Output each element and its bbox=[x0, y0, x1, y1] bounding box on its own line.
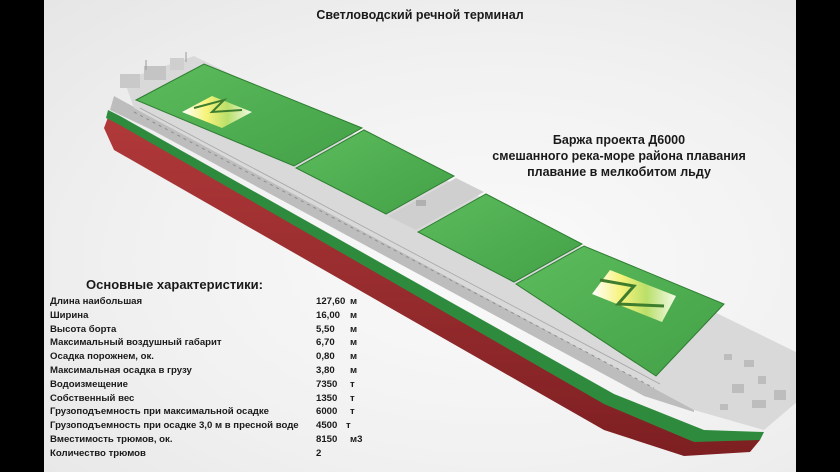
spec-row: Собственный вес 1350 т bbox=[50, 393, 390, 407]
spec-name: Количество трюмов bbox=[50, 447, 146, 459]
spec-unit: т bbox=[350, 392, 355, 404]
specs-heading: Основные характеристики: bbox=[86, 277, 264, 292]
spec-row: Осадка порожнем, ок. 0,80 м bbox=[50, 351, 390, 365]
spec-unit: м bbox=[350, 323, 358, 335]
spec-unit: м bbox=[350, 309, 358, 321]
subtitle-line: смешанного река-море района плавания bbox=[492, 149, 746, 163]
spec-row: Максимальная осадка в грузу 3,80 м bbox=[50, 365, 390, 379]
spec-row: Водоизмещение 7350 т bbox=[50, 379, 390, 393]
spec-value: 2 bbox=[316, 447, 322, 459]
spec-value: 7350 bbox=[316, 378, 338, 390]
spec-value: 6000 bbox=[316, 406, 338, 418]
hatch-cover-4 bbox=[515, 245, 725, 377]
bow-equipment bbox=[720, 354, 786, 410]
letterbox-right bbox=[796, 0, 840, 472]
spec-row: Вместимость трюмов, ок. 8150 м3 bbox=[50, 434, 390, 448]
spec-value: 127,60 bbox=[316, 296, 346, 307]
project-subtitle: Баржа проекта Д6000 смешанного река-море… bbox=[474, 132, 764, 180]
stern-structure bbox=[120, 52, 187, 88]
spec-unit: м bbox=[350, 364, 358, 376]
spec-name: Высота борта bbox=[50, 323, 117, 335]
spec-unit: м bbox=[350, 351, 358, 363]
spec-row: Длина наибольшая 127,60 м bbox=[50, 296, 390, 310]
spec-name: Длина наибольшая bbox=[50, 296, 143, 307]
hatch-cover-3 bbox=[416, 193, 584, 283]
hatch-cover-1 bbox=[134, 63, 364, 167]
spec-unit: т bbox=[350, 378, 355, 390]
letterbox-left bbox=[0, 0, 44, 472]
spec-name: Осадка порожнем, ок. bbox=[50, 351, 154, 363]
page-title: Светловодский речной терминал bbox=[316, 8, 524, 22]
spec-name: Собственный вес bbox=[50, 392, 135, 404]
specs-table: Длина наибольшая 127,60 м Ширина 16,00 м… bbox=[50, 296, 390, 462]
spec-value: 3,80 bbox=[316, 364, 335, 376]
subtitle-line: плавание в мелкобитом льду bbox=[527, 165, 711, 179]
spec-name: Максимальный воздушный габарит bbox=[50, 337, 222, 349]
spec-row: Ширина 16,00 м bbox=[50, 310, 390, 324]
spec-unit: т bbox=[350, 406, 355, 418]
spec-name: Вместимость трюмов, ок. bbox=[50, 433, 173, 445]
spec-value: 6,70 bbox=[316, 337, 335, 349]
spec-row: Высота борта 5,50 м bbox=[50, 324, 390, 338]
barge-illustration bbox=[104, 52, 796, 456]
slide: Светловодский речной терминал Баржа прое… bbox=[44, 0, 796, 472]
spec-unit: м3 bbox=[350, 433, 363, 445]
spec-unit: м bbox=[350, 337, 358, 349]
spec-name: Максимальная осадка в грузу bbox=[50, 364, 192, 376]
spec-unit: т bbox=[346, 420, 351, 432]
spec-value: 0,80 bbox=[316, 351, 335, 363]
spec-unit: м bbox=[350, 296, 358, 307]
spec-row: Количество трюмов 2 bbox=[50, 448, 390, 462]
spec-value: 8150 bbox=[316, 433, 338, 445]
spec-value: 16,00 bbox=[316, 309, 341, 321]
spec-name: Ширина bbox=[50, 309, 89, 321]
spec-row: Грузоподъемность при осадке 3,0 м в прес… bbox=[50, 420, 390, 434]
spec-row: Максимальный воздушный габарит 6,70 м bbox=[50, 337, 390, 351]
spec-name: Грузоподъемность при максимальной осадке bbox=[50, 406, 270, 418]
spec-value: 5,50 bbox=[316, 323, 335, 335]
subtitle-line: Баржа проекта Д6000 bbox=[552, 133, 686, 147]
spec-row: Грузоподъемность при максимальной осадке… bbox=[50, 406, 390, 420]
hold-divider bbox=[388, 178, 484, 230]
hatch-cover-2 bbox=[294, 129, 456, 215]
spec-name: Водоизмещение bbox=[50, 378, 128, 390]
spec-name: Грузоподъемность при осадке 3,0 м в прес… bbox=[50, 420, 299, 432]
spec-value: 4500 bbox=[316, 420, 338, 432]
spec-value: 1350 bbox=[316, 392, 338, 404]
